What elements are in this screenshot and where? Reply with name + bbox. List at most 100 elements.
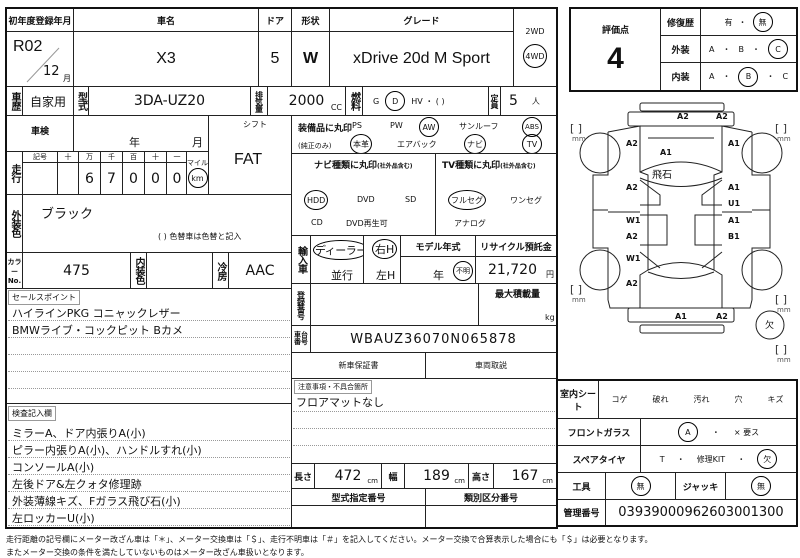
exterior-grade: A・B・C [700,35,797,63]
exterior-color-label: 外装色 [6,194,23,253]
cm-unit: cm [367,477,378,485]
shaken-label: 車検 [6,115,74,152]
jack-cell: 無 [725,472,797,500]
length-cell: 472 cm [314,463,382,489]
seat-options: コゲ破れ汚れ穴キズ [598,380,797,419]
drive-4wd: 4WD [523,44,547,68]
import-dealer: ディーラー [313,240,369,260]
chassis-label: 車台番号 [291,325,311,353]
inspection-line: ミラーA、ドア内張りA(小) [12,427,146,440]
history: 自家用 [22,86,74,116]
color-no-label: カラーNo. [6,252,23,289]
shape-label: 形状 [291,8,330,32]
category-number [425,505,557,528]
damage-mark: A1 [675,312,687,321]
warranty-doc: 新車保証書 [291,352,426,379]
navi-sd: SD [405,195,417,204]
doors: 5 [258,31,292,87]
windshield-replace: × 要ス [733,427,760,437]
mileage-digit [57,162,79,195]
fuel-d: D [385,91,406,111]
seat-stain: 汚れ [693,395,710,404]
chassis-number: WBAUZ36070N065878 [310,325,557,353]
month-unit: 月 [63,74,71,83]
width-label: 幅 [381,463,405,489]
mileage-digit [22,162,58,195]
first-reg-cell: R02 12 月 [6,31,74,87]
exterior-color: ブラック [41,207,94,222]
windshield-cell: A・× 要ス [640,418,797,446]
km-unit: km [187,168,208,188]
shape: W [291,31,330,87]
notes-line: フロアマットなし [296,396,384,409]
repair-label: 修復歴 [660,8,701,36]
damage-mark: A2 [677,112,689,121]
drive-cell: 2WD 4WD [513,8,557,87]
seat-tear: 破れ [652,395,669,404]
dealer-cell: ディーラー並行 [310,235,369,284]
windshield-a: A [677,422,698,442]
interior-grade: A・B・C [700,62,797,91]
damage-mark: A2 [716,112,728,121]
jack-label: ジャッキ [675,472,726,500]
repair-no: 無 [752,12,773,32]
damage-mark: A2 [626,183,638,192]
tread-depth-bracket: [ ] [775,343,788,356]
length: 472 [334,468,362,484]
shift-label: シフト [243,120,267,129]
mileage-digit: 0 [122,162,145,195]
notes-label: 注意事項・不具合箇所 [294,380,372,394]
shift-cell: シフト FAT [208,115,292,195]
first-reg-year: R02 [13,38,43,55]
inspection-line: ピラー内張りA(小)、ハンドルすれ(小) [12,444,202,457]
footer-note: 走行距離の記号欄にメーター改ざん車は「＊」、メーター交換車は「＄」、走行不明車は… [6,535,653,544]
drive-2wd: 2WD [525,27,545,36]
kg-unit: kg [545,313,555,322]
category-label: 類別区分番号 [425,488,557,506]
grade-c: C [782,72,789,81]
color-change-note: ( ) 色替車は色替と記入 [158,232,242,241]
color-no: 475 [22,252,131,289]
tv-cell: TV種類に丸印(社外品含む) フルセグ ワンセグ アナログ [435,153,557,236]
navi-dvd-play: DVD再生可 [346,219,388,228]
tv-fullseg: フルセグ [448,190,486,210]
seat-hole: 穴 [734,395,743,404]
inspection-line: 左ロッカーU(小) [12,512,95,525]
tools-value: 無 [630,476,651,496]
shift-value: FAT [234,151,263,168]
grade-b-selected: B [738,66,759,87]
history-label: 車歴 [6,86,23,116]
grade-label: グレード [329,8,514,32]
equip-leather: 本革 [350,134,372,154]
jack-value: 無 [751,476,771,496]
damage-mark: A1 [728,139,740,148]
mm-unit: mm [777,135,791,143]
cm-unit: cm [542,477,553,485]
spare-tire-label: スペアタイヤ [557,445,641,473]
yen-unit: 円 [546,270,554,279]
equip-sunroof: サンルーフ [459,122,499,131]
person-unit: 人 [531,96,540,106]
damage-mark: U1 [728,199,741,208]
mile-unit: マイル [187,159,208,167]
navi-label: ナビ種類に丸印(社外品含む) [314,158,413,171]
length-label: 長さ [291,463,315,489]
car-name-label: 車名 [73,8,259,32]
shaken-cell: 年月 [73,115,209,152]
inspection-line: 左後ドア&左クォタ修理跡 [12,478,142,491]
spare-tire-cell: T・修理KIT・欠 [640,445,797,473]
sales-point-label: セールスポイント [8,290,80,305]
tv-label-text: TV種類に丸印 [442,161,501,171]
model-year-label: モデル年式 [400,235,476,257]
manual-doc: 車両取説 [425,352,557,379]
grade: xDrive 20d M Sport [329,31,514,87]
import-rh: 右H [372,239,398,259]
displacement-label: 排気量 [250,86,268,116]
shaken-month: 月 [192,136,203,149]
